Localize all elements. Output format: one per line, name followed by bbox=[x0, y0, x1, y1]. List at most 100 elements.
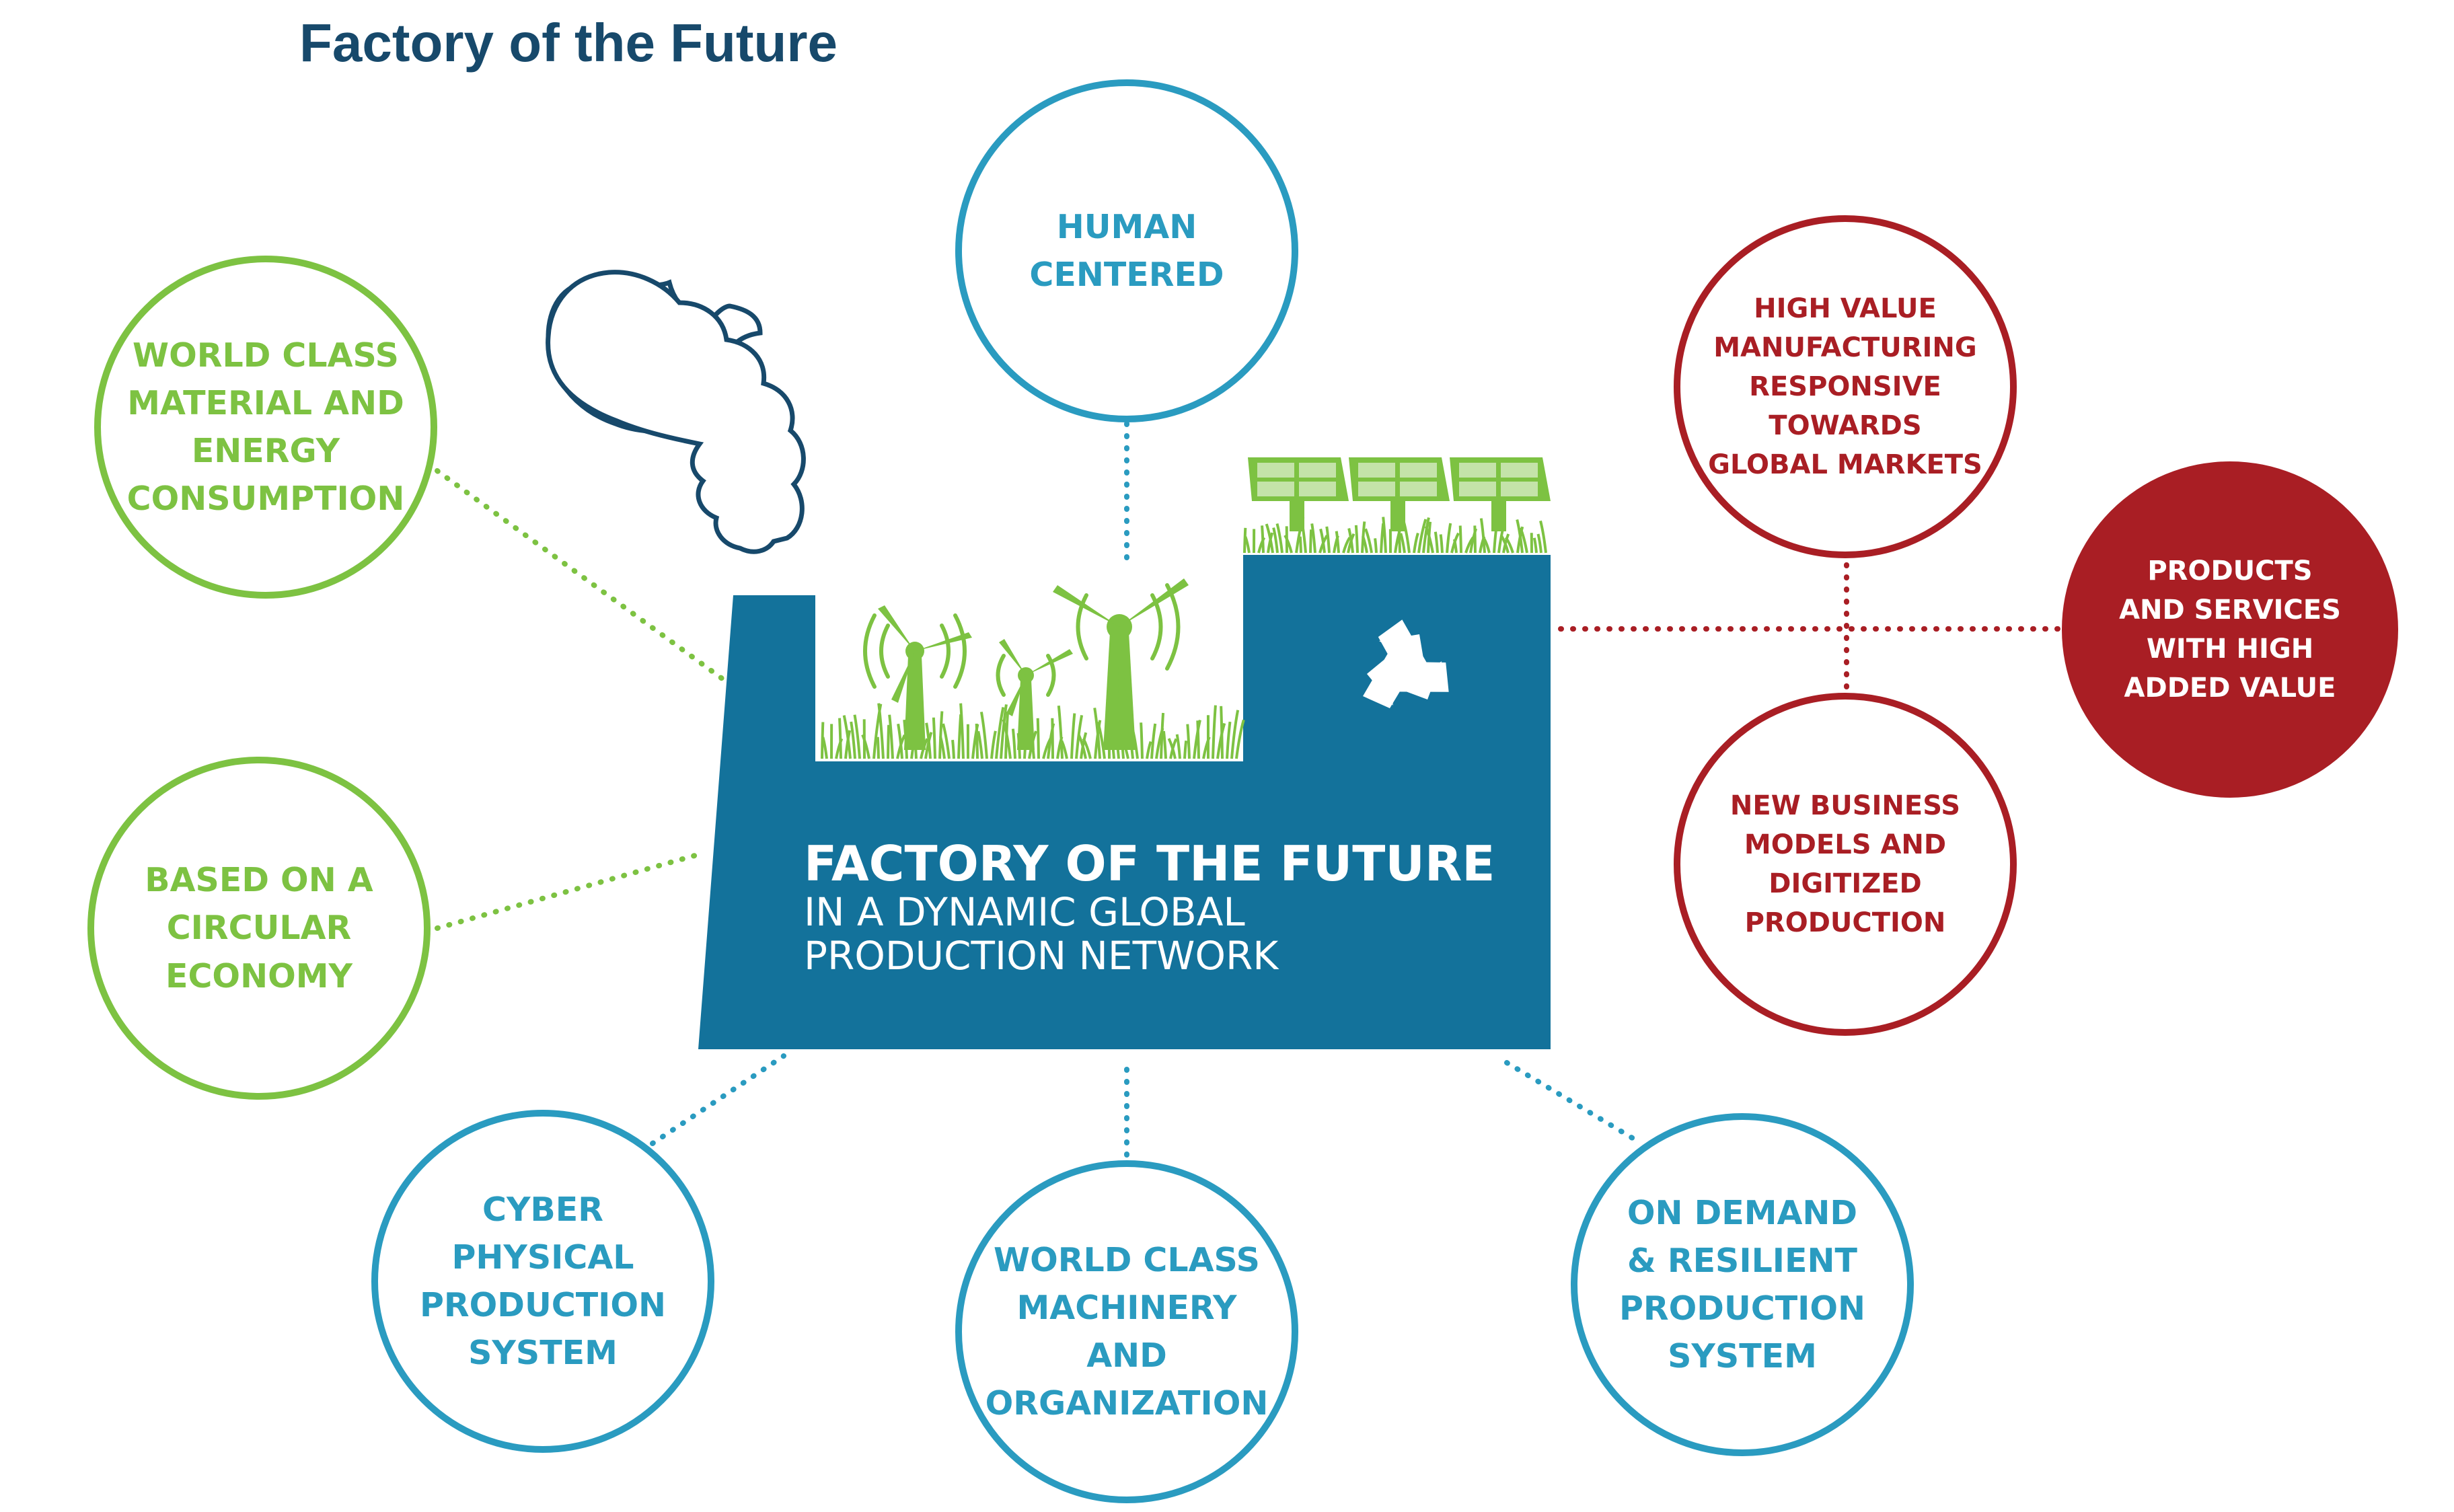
grass-blade bbox=[887, 724, 891, 759]
node-label-line: WORLD CLASS bbox=[133, 336, 399, 375]
grass-blade bbox=[1244, 536, 1251, 554]
grass-blade bbox=[1160, 712, 1165, 759]
grass-blade bbox=[1193, 720, 1201, 759]
node-circular-economy: BASED ON A CIRCULAR ECONOMY bbox=[87, 757, 431, 1100]
wind-turbine-blade bbox=[891, 651, 915, 703]
recycle-arrow bbox=[1366, 648, 1449, 706]
grass-blade bbox=[821, 736, 828, 759]
connector-cyber-physical bbox=[650, 1053, 786, 1146]
solar-panel-cell bbox=[1257, 463, 1294, 478]
factory-subtitle: IN A DYNAMIC GLOBAL PRODUCTION NETWORK bbox=[804, 891, 1495, 978]
node-label-line: TOWARDS bbox=[1769, 410, 1922, 441]
grass-blade bbox=[1175, 734, 1181, 759]
grass-blade bbox=[1335, 531, 1340, 554]
grass-blade bbox=[1424, 525, 1434, 554]
wind-turbine-blade bbox=[1118, 627, 1127, 700]
grass-blade bbox=[1261, 525, 1265, 554]
node-label-line: AND bbox=[1086, 1336, 1167, 1375]
grass-blade bbox=[1399, 533, 1406, 554]
grass-blade bbox=[1325, 526, 1331, 554]
grass-blade bbox=[850, 721, 856, 759]
node-label-line: CIRCULAR bbox=[166, 909, 352, 948]
grass-blade bbox=[1397, 529, 1401, 554]
connector-on-demand bbox=[1504, 1060, 1644, 1146]
node-label-line: SYSTEM bbox=[1668, 1337, 1817, 1376]
grass-blade bbox=[1536, 533, 1542, 554]
grass-blade bbox=[951, 739, 955, 759]
grass-blade bbox=[1504, 537, 1514, 554]
node-label-line: RESPONSIVE bbox=[1749, 371, 1941, 402]
grass-blade bbox=[1275, 523, 1284, 554]
connector-material-energy bbox=[435, 468, 726, 682]
grass-blade bbox=[1532, 537, 1538, 554]
node-label-line: & RESILIENT bbox=[1627, 1241, 1857, 1280]
solar-panel-stand bbox=[1390, 501, 1405, 531]
grass-blade bbox=[1150, 723, 1157, 759]
node-label-line: MODELS AND bbox=[1744, 829, 1947, 860]
solar-panel-cell bbox=[1400, 482, 1437, 496]
grass-blade bbox=[979, 712, 988, 759]
grass-blade bbox=[1310, 523, 1316, 554]
grass-blade bbox=[995, 707, 1005, 759]
grass-blade bbox=[939, 736, 946, 759]
solar-panel-cell bbox=[1459, 463, 1496, 478]
node-label-line: HIGH VALUE bbox=[1754, 293, 1937, 324]
factory-subtitle-line: IN A DYNAMIC GLOBAL bbox=[804, 889, 1245, 936]
wind-turbine-blade bbox=[1053, 585, 1119, 627]
grass-blade bbox=[1051, 718, 1054, 759]
smoke-cloud-outline bbox=[546, 270, 806, 554]
grass-blade bbox=[938, 711, 944, 759]
node-machinery: WORLD CLASS MACHINERY AND ORGANIZATION bbox=[955, 1160, 1298, 1503]
node-label: HUMAN CENTERED bbox=[1029, 203, 1224, 299]
grass-blade bbox=[1500, 535, 1510, 554]
grass-blade bbox=[853, 714, 861, 759]
node-label-line: CONSUMPTION bbox=[126, 480, 405, 519]
wind-turbine-blade bbox=[915, 632, 972, 651]
grass-blade bbox=[1162, 730, 1167, 759]
wind-turbine-tower bbox=[904, 656, 926, 750]
node-label: WORLD CLASS MATERIAL AND ENERGY CONSUMPT… bbox=[127, 332, 405, 523]
node-label-line: WORLD CLASS bbox=[994, 1240, 1260, 1279]
grass-blade bbox=[977, 730, 983, 759]
grass-blade bbox=[1382, 517, 1387, 554]
grass-blade bbox=[942, 723, 951, 759]
grass-blade bbox=[1493, 522, 1499, 554]
grass-blade bbox=[1096, 721, 1106, 759]
factory-building bbox=[698, 555, 1551, 1049]
grass-blade bbox=[1361, 521, 1366, 554]
grass-blade bbox=[1011, 728, 1016, 759]
grass-blade bbox=[1220, 706, 1224, 759]
grass-blade bbox=[1070, 713, 1076, 759]
grass-blade bbox=[1479, 518, 1486, 554]
wind-wave-arcs bbox=[863, 583, 1181, 697]
wind-turbine-tower bbox=[1017, 679, 1035, 750]
grass-blade bbox=[1212, 705, 1217, 759]
node-label-line: ON DEMAND bbox=[1627, 1193, 1858, 1232]
node-new-business: NEW BUSINESS MODELS AND DIGITIZED PRODUC… bbox=[1674, 693, 2017, 1036]
solar-panel-cell bbox=[1501, 463, 1538, 478]
solar-panel-cell bbox=[1358, 482, 1395, 496]
grass-blade bbox=[1374, 538, 1378, 554]
node-label-line: ENERGY bbox=[191, 432, 340, 470]
node-cyber-physical: CYBER PHYSICAL PRODUCTION SYSTEM bbox=[371, 1110, 714, 1453]
solar-panel-stand bbox=[1491, 501, 1506, 531]
node-label-line: DIGITIZED bbox=[1769, 868, 1922, 899]
grass-blade bbox=[838, 718, 842, 759]
node-label-line: NEW BUSINESS bbox=[1730, 790, 1961, 821]
solar-panel bbox=[1248, 457, 1349, 531]
wind-turbine-blade bbox=[999, 639, 1026, 675]
node-label-line: PHYSICAL bbox=[451, 1238, 634, 1277]
recycle-icon bbox=[1363, 619, 1449, 708]
solar-panel bbox=[1450, 457, 1551, 531]
grass-blade bbox=[1402, 521, 1411, 554]
node-label-line: HUMAN bbox=[1056, 207, 1197, 246]
node-label-line: MANUFACTURING bbox=[1713, 332, 1977, 363]
solar-panel-cell bbox=[1299, 463, 1336, 478]
node-label-line: CYBER bbox=[482, 1190, 603, 1229]
grass-blade bbox=[932, 717, 936, 759]
node-label-line: CENTERED bbox=[1029, 256, 1224, 294]
grass-blade bbox=[876, 736, 880, 759]
grass-blade bbox=[1000, 704, 1008, 759]
node-label-line: AND SERVICES bbox=[2119, 595, 2341, 626]
